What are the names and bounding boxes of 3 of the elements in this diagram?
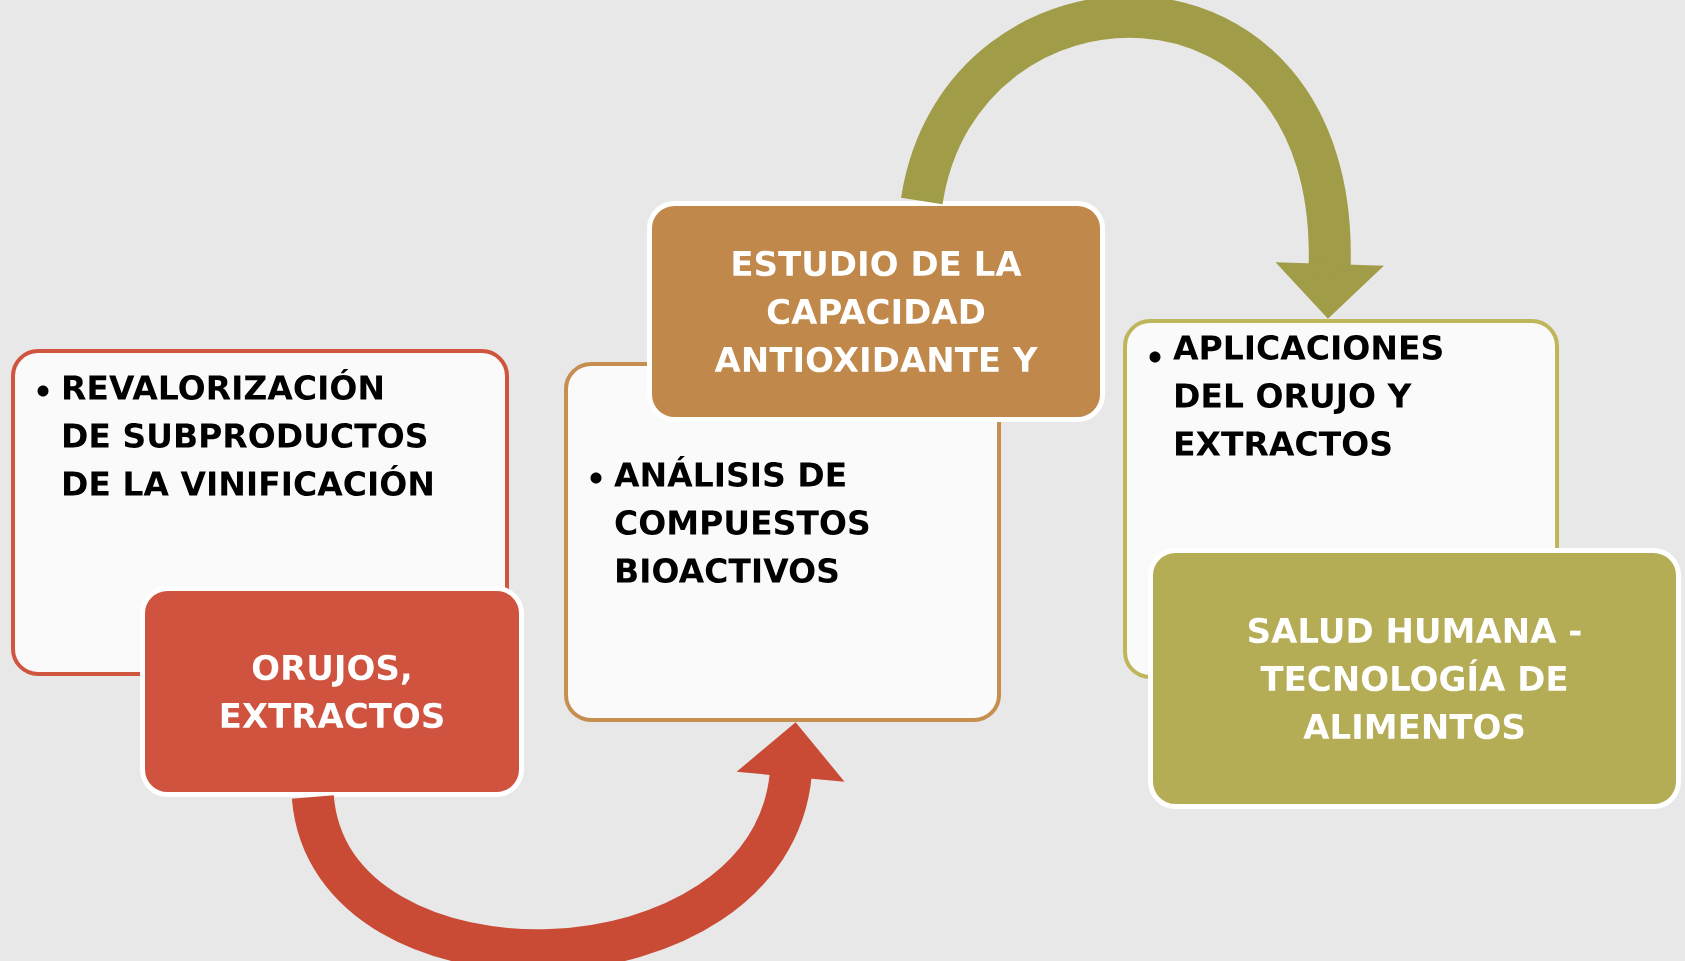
title-box: ORUJOS, EXTRACTOS <box>140 586 524 797</box>
title-box: ESTUDIO DE LA CAPACIDAD ANTIOXIDANTE Y <box>647 201 1105 422</box>
title-box: SALUD HUMANA - TECNOLOGÍA DE ALIMENTOS <box>1148 548 1681 809</box>
